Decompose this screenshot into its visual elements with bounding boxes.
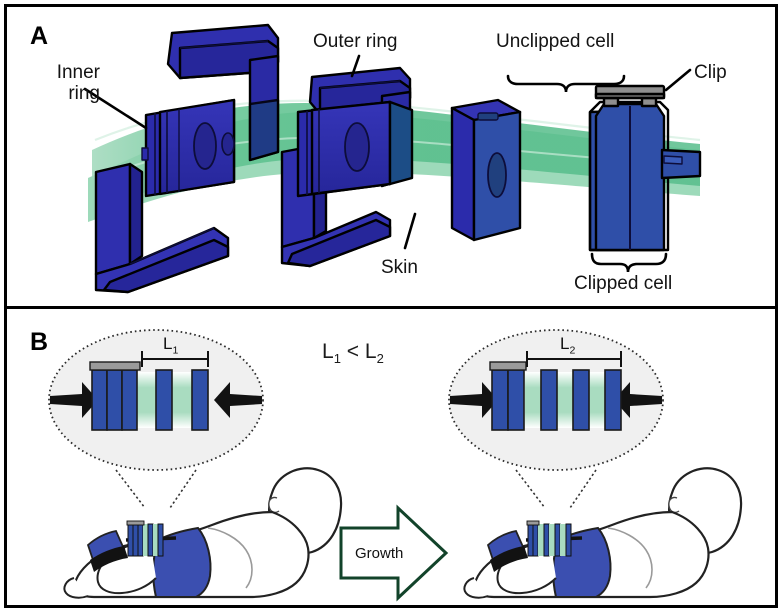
dimension-label-l2-sub: 2 xyxy=(569,344,576,357)
label-unclipped-cell: Unclipped cell xyxy=(496,31,615,52)
figure-border xyxy=(4,4,778,608)
label-skin: Skin xyxy=(381,257,418,278)
inequality-operator: < xyxy=(346,340,360,363)
inequality-right: L xyxy=(364,340,377,363)
label-clip: Clip xyxy=(694,62,727,83)
dimension-label-l2-symbol: L xyxy=(560,334,570,353)
panel-divider xyxy=(7,306,775,309)
dimension-label-l2: L2 xyxy=(560,334,575,356)
label-inner-ring-line1: Inner xyxy=(56,62,100,83)
dimension-label-l1-symbol: L xyxy=(163,334,173,353)
inequality-right-sub: 2 xyxy=(376,351,384,367)
dimension-label-l1: L1 xyxy=(163,334,178,356)
growth-arrow-label: Growth xyxy=(355,545,404,562)
label-clipped-cell: Clipped cell xyxy=(574,273,673,294)
inequality-left: L xyxy=(322,340,334,363)
inequality-l1-lt-l2: L1 < L2 xyxy=(322,340,384,366)
panel-b-letter: B xyxy=(30,328,49,356)
dimension-label-l1-sub: 1 xyxy=(172,344,179,357)
inequality-left-sub: 1 xyxy=(333,351,341,367)
panel-a-letter: A xyxy=(30,22,49,50)
label-inner-ring-line2: ring xyxy=(68,83,100,105)
label-inner-ring: Inner ring xyxy=(0,62,100,105)
label-outer-ring: Outer ring xyxy=(313,31,398,52)
